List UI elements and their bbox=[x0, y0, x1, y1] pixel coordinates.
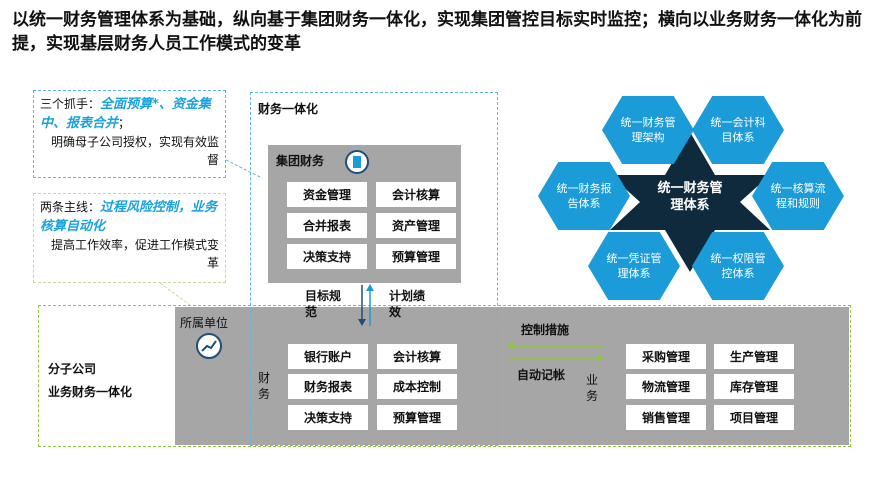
note-highlight: 过程风险控制，业务核算自动化 bbox=[40, 200, 218, 234]
finance-item[interactable]: 会计核算 bbox=[377, 344, 457, 369]
vertical-arrows bbox=[358, 284, 374, 326]
hex-item: 统一凭证管理体系 bbox=[588, 232, 680, 300]
control-label: 控制措施 bbox=[521, 323, 570, 337]
group-item[interactable]: 资金管理 bbox=[287, 182, 367, 207]
note-prefix: 三个抓手： bbox=[40, 97, 101, 111]
business-item[interactable]: 生产管理 bbox=[714, 344, 794, 369]
business-item[interactable]: 采购管理 bbox=[626, 344, 706, 369]
auto-label: 自动记帐 bbox=[517, 368, 566, 382]
building-icon bbox=[345, 150, 369, 174]
hex-item: 统一权限管控体系 bbox=[692, 232, 784, 300]
business-item[interactable]: 库存管理 bbox=[714, 374, 794, 399]
finance-integration-label: 财务一体化 bbox=[258, 102, 319, 116]
two-lines-note: 两条主线：过程风险控制，业务核算自动化 提高工作效率，促进工作模式变革 bbox=[33, 193, 226, 283]
unit-label: 所属单位 bbox=[180, 316, 229, 330]
note-prefix: 两条主线： bbox=[40, 200, 101, 214]
hex-item: 统一会计科目体系 bbox=[692, 96, 784, 164]
group-item[interactable]: 资产管理 bbox=[376, 213, 456, 238]
business-item[interactable]: 项目管理 bbox=[714, 405, 794, 430]
finance-item[interactable]: 财务报表 bbox=[288, 374, 368, 399]
hex-center: 统一财务管理体系 bbox=[657, 181, 723, 213]
business-item[interactable]: 物流管理 bbox=[626, 374, 706, 399]
chart-icon bbox=[196, 333, 222, 359]
group-finance-label: 集团财务 bbox=[276, 154, 325, 168]
finance-item[interactable]: 预算管理 bbox=[377, 405, 457, 430]
business-label: 业务 bbox=[585, 373, 598, 403]
finance-item[interactable]: 成本控制 bbox=[377, 374, 457, 399]
note-suffix: ； bbox=[118, 116, 131, 130]
note-body: 提高工作效率，促进工作模式变革 bbox=[50, 238, 219, 270]
business-item[interactable]: 销售管理 bbox=[626, 405, 706, 430]
horizontal-arrows bbox=[506, 342, 604, 362]
finance-item[interactable]: 银行账户 bbox=[288, 344, 368, 369]
note-highlight: 全面预算*、资金集中、报表合并 bbox=[40, 97, 211, 131]
group-item[interactable]: 决策支持 bbox=[287, 244, 367, 269]
subsidiary-title: 分子公司 bbox=[48, 362, 97, 376]
hex-item: 统一核算流程和规则 bbox=[752, 162, 844, 230]
down-label: 目标规范 bbox=[305, 289, 342, 319]
finance-item[interactable]: 决策支持 bbox=[288, 405, 368, 430]
subsidiary-panel bbox=[38, 305, 851, 447]
group-item[interactable]: 预算管理 bbox=[376, 244, 456, 269]
group-item[interactable]: 合并报表 bbox=[287, 213, 367, 238]
three-levers-note: 三个抓手：全面预算*、资金集中、报表合并； 明确母子公司授权，实现有效监督 bbox=[33, 90, 226, 178]
star-shape bbox=[610, 132, 770, 272]
page-title: 以统一财务管理体系为基础，纵向基于集团财务一体化，实现集团管控目标实时监控；横向… bbox=[12, 10, 862, 54]
note-body: 明确母子公司授权，实现有效监督 bbox=[50, 135, 219, 167]
up-label: 计划绩效 bbox=[389, 289, 426, 319]
finance-integration-box bbox=[250, 92, 498, 446]
hex-item: 统一财务报告体系 bbox=[538, 162, 630, 230]
group-item[interactable]: 会计核算 bbox=[376, 182, 456, 207]
finance-label: 财务 bbox=[257, 371, 270, 401]
subsidiary-subtitle: 业务财务一体化 bbox=[48, 385, 133, 399]
hex-item: 统一财务管理架构 bbox=[602, 96, 694, 164]
